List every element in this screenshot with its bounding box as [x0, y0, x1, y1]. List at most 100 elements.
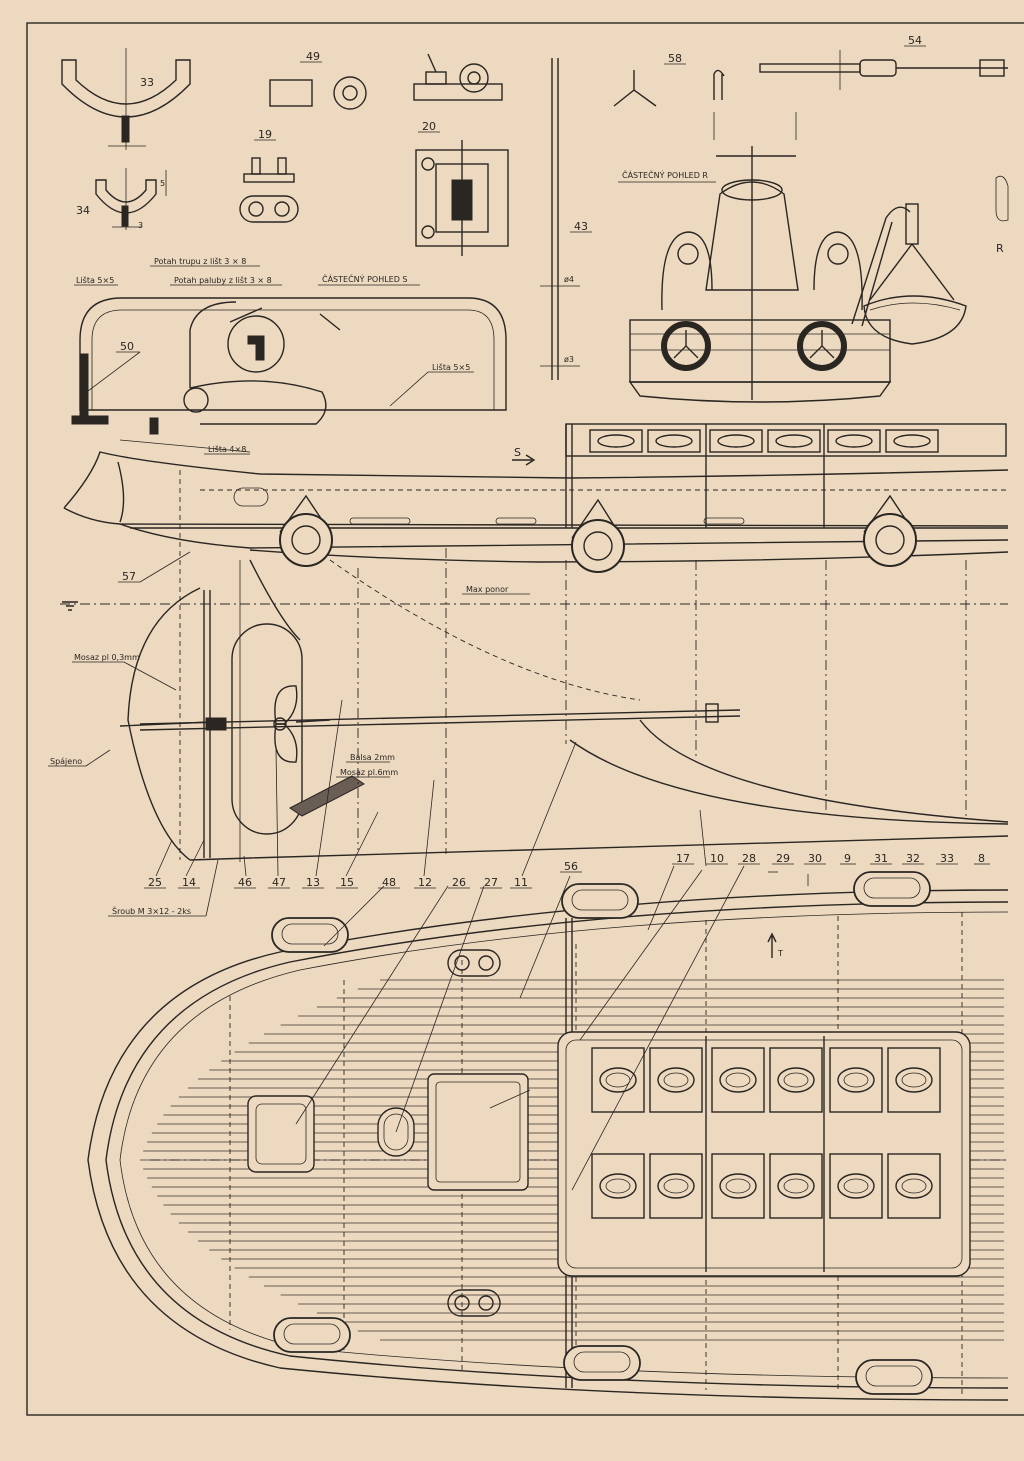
skylight-panel [829, 1153, 883, 1219]
skylight-panel [887, 1047, 941, 1113]
section-marker-r: R [996, 242, 1004, 255]
detail-number-43: 43 [574, 220, 588, 233]
note-lista-5x5-top: Lišta 5×5 [76, 275, 114, 285]
bollards-deck [447, 949, 501, 1317]
porthole-inner [843, 1072, 869, 1088]
detail-33-u-bracket: 33 [61, 48, 191, 150]
callout-27: 27 [484, 876, 498, 889]
callout-28: 28 [742, 852, 756, 865]
detail-34-small-u-bracket: 34 5 3 [76, 168, 167, 230]
skylight-panel [591, 1047, 645, 1113]
porthole-ellipse [719, 1067, 757, 1093]
dimension-5: 5 [160, 179, 165, 188]
detail-number-49: 49 [306, 50, 320, 63]
note-potah-paluby: Potah paluby z lišt 3 × 8 [174, 275, 272, 285]
note-potah-trupu: Potah trupu z lišt 3 × 8 [154, 256, 246, 266]
callout-31: 31 [874, 852, 888, 865]
detail-number-58: 58 [668, 52, 682, 65]
detail-20-winch: 20 [413, 53, 509, 256]
detail-49-fitting: 49 [269, 50, 367, 110]
detail-54-mast-rod: 54 [759, 34, 1008, 90]
callout-15: 15 [340, 876, 354, 889]
porthole-inner [783, 1072, 809, 1088]
porthole-ellipse [895, 1173, 933, 1199]
callout-13: 13 [306, 876, 320, 889]
deckhouse-side [565, 423, 1007, 528]
porthole-inner [725, 1072, 751, 1088]
porthole-inner [901, 1178, 927, 1194]
porthole-inner [725, 1178, 751, 1194]
drawing-frame [26, 22, 1024, 1416]
skylight-panel [711, 1153, 765, 1219]
porthole-ellipse [599, 1067, 637, 1093]
skylight-panel [769, 1047, 823, 1113]
callout-33: 33 [940, 852, 954, 865]
porthole-ellipse [837, 1067, 875, 1093]
dimension-phi4: ø4 [564, 275, 574, 284]
detail-number-33: 33 [140, 76, 154, 89]
note-balsa-2mm: Balsa 2mm [350, 753, 395, 762]
detail-number-57: 57 [122, 570, 136, 583]
callout-26: 26 [452, 876, 466, 889]
callout-9: 9 [844, 852, 851, 865]
note-mosaz-6mm: Mosaz pl.6mm [340, 768, 398, 777]
section-marker-s: S [514, 446, 521, 459]
callout-32: 32 [906, 852, 920, 865]
callout-17: 17 [676, 852, 690, 865]
skylight-panel [711, 1047, 765, 1113]
callout-25: 25 [148, 876, 162, 889]
porthole-inner [605, 1178, 631, 1194]
porthole-ellipse [837, 1173, 875, 1199]
note-spajeno: Spájeno [50, 757, 82, 766]
porthole-ellipse [719, 1173, 757, 1199]
callout-30: 30 [808, 852, 822, 865]
partial-view-r-superstructure: ČÁSTEČNÝ POHLED R R [618, 112, 1009, 403]
callout-10: 10 [710, 852, 724, 865]
direction-marker-t: T [777, 949, 783, 958]
deck-plan-view: T [87, 871, 1009, 1401]
note-sroub: Šroub M 3×12 - 2ks [112, 905, 191, 916]
porthole-ellipse [895, 1067, 933, 1093]
detail-number-20: 20 [422, 120, 436, 133]
detail-number-19: 19 [258, 128, 272, 141]
note-lista-5x5-right: Lišta 5×5 [432, 362, 470, 372]
callout-leaders [155, 699, 809, 1191]
detail-58-tripod-and-hook: 58 [613, 52, 725, 107]
detail-19-bollard: 19 [239, 128, 299, 223]
callout-46: 46 [238, 876, 252, 889]
callout-48: 48 [382, 876, 396, 889]
skylight-panel [649, 1047, 703, 1113]
deckhouse-roof [557, 1031, 971, 1277]
detail-number-54: 54 [908, 34, 922, 47]
lifebuoy-deck [271, 871, 933, 1395]
porthole-inner [663, 1178, 689, 1194]
note-lista-4x8: Lišta 4×8 [208, 444, 246, 454]
skylight-panel [649, 1153, 703, 1219]
porthole-ellipse [657, 1067, 695, 1093]
lifebuoy-side [279, 494, 917, 573]
skylight-panel [829, 1047, 883, 1113]
porthole-inner [783, 1178, 809, 1194]
porthole-inner [843, 1178, 869, 1194]
porthole-inner [663, 1072, 689, 1088]
part-callouts: 25 14 46 47 13 15 48 12 26 27 11 56 17 1… [144, 852, 990, 889]
note-max-ponor: Max ponor [466, 585, 509, 594]
skylight-panel [769, 1153, 823, 1219]
callout-47: 47 [272, 876, 286, 889]
detail-43-rod: 43 ø4 ø3 [540, 58, 592, 380]
view-label-partial-s: ČÁSTEČNÝ POHLED S [322, 273, 408, 284]
detail-number-50: 50 [120, 340, 134, 353]
porthole-ellipse [599, 1173, 637, 1199]
dimension-phi3: ø3 [564, 355, 574, 364]
skylight-panel [887, 1153, 941, 1219]
porthole-inner [901, 1072, 927, 1088]
view-label-partial-r: ČÁSTEČNÝ POHLED R [622, 169, 708, 180]
callout-14: 14 [182, 876, 196, 889]
callout-11: 11 [514, 876, 528, 889]
callout-56: 56 [564, 860, 578, 873]
dimension-3: 3 [138, 221, 143, 230]
side-elevation-hull: S [48, 423, 1009, 917]
skylight-panel [591, 1153, 645, 1219]
detail-number-34: 34 [76, 204, 90, 217]
porthole-ellipse [777, 1067, 815, 1093]
